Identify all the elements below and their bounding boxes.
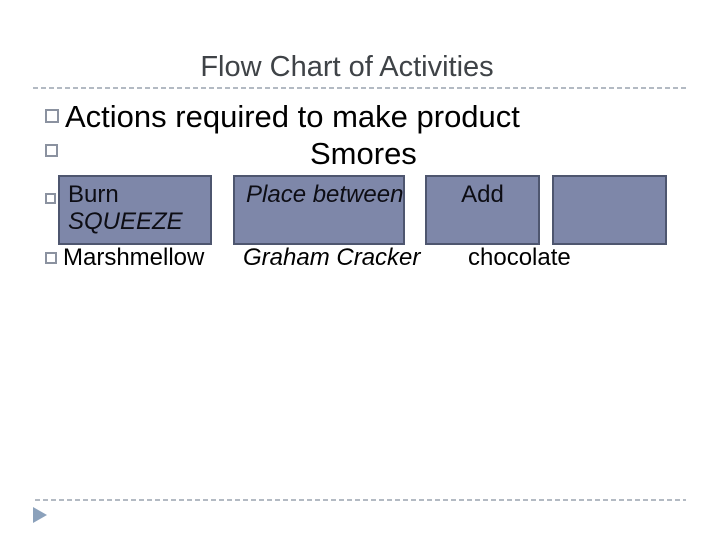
- caption-graham-cracker: Graham Cracker: [243, 244, 421, 271]
- bullet-square-icon: [45, 144, 58, 157]
- slide-title: Flow Chart of Activities: [200, 51, 494, 83]
- bullet-text-actions: Actions required to make product: [65, 99, 520, 134]
- flow-box-place-between: Place between: [233, 175, 405, 245]
- flow-box-burn: Burn SQUEEZE: [58, 175, 212, 245]
- bullet-square-icon: [45, 193, 56, 204]
- play-triangle-icon: [33, 507, 47, 523]
- bullet-square-icon: [45, 109, 59, 123]
- caption-marshmellow: Marshmellow: [63, 244, 205, 271]
- flow-box-add-label: Add: [461, 181, 504, 208]
- flow-box-burn-line2: SQUEEZE: [68, 208, 183, 235]
- caption-chocolate: chocolate: [468, 244, 571, 271]
- flow-box-empty: [552, 175, 667, 245]
- flow-box-empty-label: [554, 177, 665, 181]
- title-divider-line: [33, 87, 686, 89]
- flow-box-burn-line1: Burn: [68, 181, 119, 208]
- flow-box-add: Add: [425, 175, 540, 245]
- bullet-text-smores: Smores: [310, 136, 417, 171]
- bullet-square-icon: [45, 252, 57, 264]
- flow-box-place-between-label: Place between: [246, 181, 404, 208]
- footer-divider-line: [35, 499, 686, 501]
